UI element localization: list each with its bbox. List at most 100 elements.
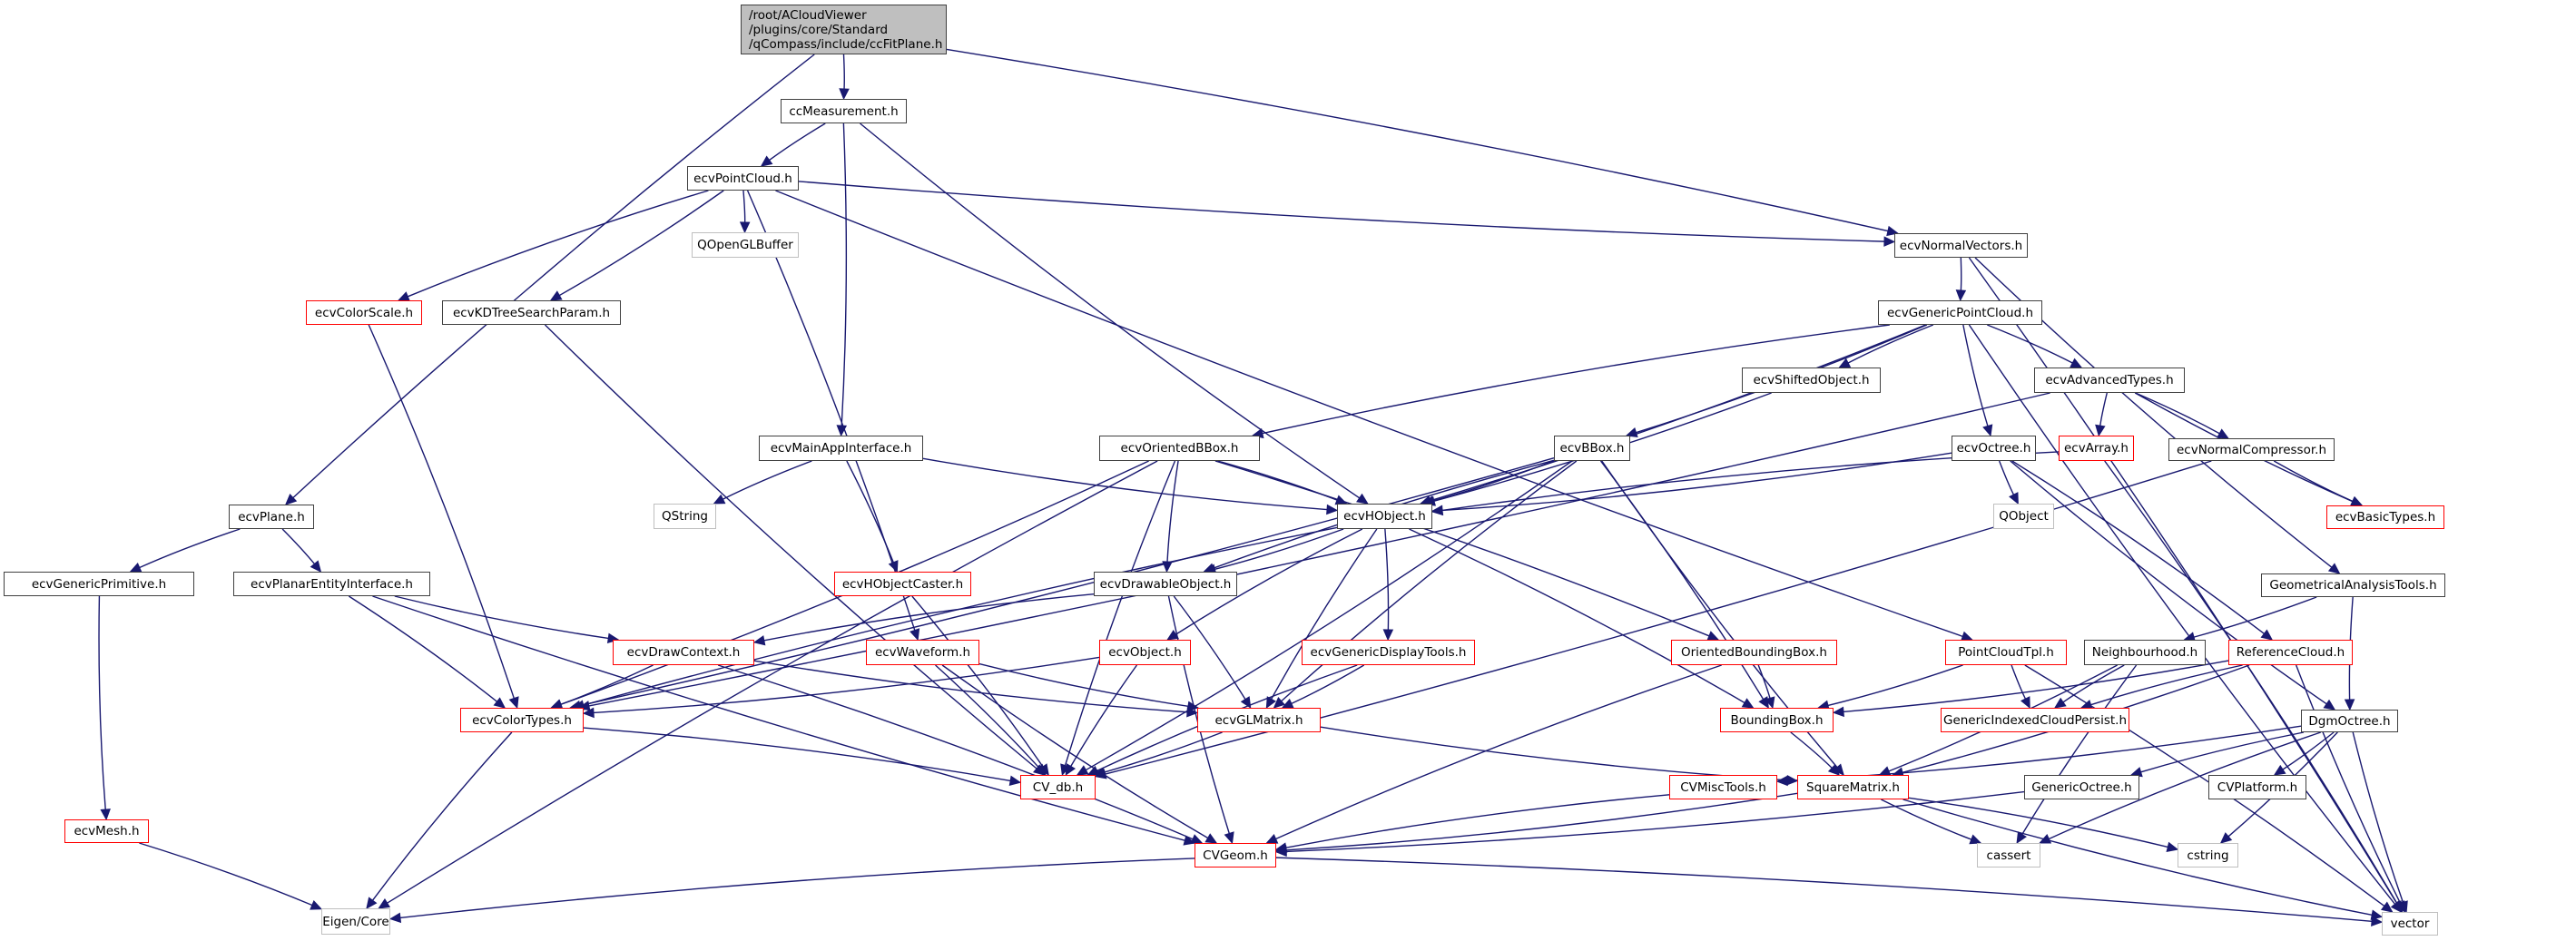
arrowhead-icon	[366, 897, 378, 909]
edge-ecvgenericpointcloud-to-ecvshiftedobject	[1847, 324, 1934, 364]
file-node-eigencore: Eigen/Core	[321, 908, 390, 935]
arrowhead-icon	[1775, 775, 1788, 787]
arrowhead-icon	[582, 707, 595, 719]
edge-ecvgenericpointcloud-to-vector	[1968, 324, 2396, 905]
file-node-ecvwaveform[interactable]: ecvWaveform.h	[866, 640, 979, 665]
file-node-pointcloudtpl[interactable]: PointCloudTpl.h	[1945, 640, 2067, 665]
arrowhead-icon	[493, 697, 506, 709]
edge-dgmoctree-to-cvplatform	[2282, 731, 2335, 770]
arrowhead-icon	[2327, 563, 2341, 574]
file-node-ecvpointcloud[interactable]: ecvPointCloud.h	[687, 166, 799, 191]
file-node-cvgeom[interactable]: CVGeom.h	[1195, 843, 1276, 867]
file-node-squarematrix[interactable]: SquareMatrix.h	[1797, 775, 1909, 799]
arrowhead-icon	[1166, 629, 1179, 641]
arrowhead-icon	[1093, 767, 1106, 778]
arrowhead-icon	[1982, 424, 1993, 437]
arrowhead-icon	[752, 635, 766, 646]
file-node-ecvplanarentityinterface[interactable]: ecvPlanarEntityInterface.h	[233, 572, 430, 596]
file-node-ecvhobject[interactable]: ecvHObject.h	[1337, 504, 1432, 529]
file-node-ecvshiftedobject[interactable]: ecvShiftedObject.h	[1742, 368, 1881, 393]
file-node-genericoctree[interactable]: GenericOctree.h	[2024, 775, 2139, 799]
arrowhead-icon	[2260, 629, 2274, 641]
edge-ecvhobject-to-ecvgenericdisplaytools	[1384, 528, 1390, 631]
file-node-ecvorientedbbox[interactable]: ecvOrientedBBox.h	[1099, 436, 1260, 461]
file-node-cv_db[interactable]: CV_db.h	[1020, 775, 1096, 799]
file-node-ecvmesh[interactable]: ecvMesh.h	[64, 819, 149, 843]
file-node-ecvcolortypes[interactable]: ecvColorTypes.h	[460, 708, 584, 732]
edge-ecvdrawcontext-to-ecvcolortypes	[560, 664, 654, 705]
arrowhead-icon	[1240, 696, 1252, 710]
edge-root-to-ecvnormalvectors	[946, 48, 1889, 232]
edge-ccmeasurement-to-ecvmainappinterface	[841, 123, 848, 426]
file-node-ecvhobjectcaster[interactable]: ecvHObjectCaster.h	[834, 572, 971, 596]
arrowhead-icon	[1281, 698, 1294, 709]
edge-ecvnormalcompressor-to-ecvbasictypes	[2273, 460, 2354, 503]
edge-ecvglmatrix-to-squarematrix	[1320, 726, 1788, 781]
file-node-ecvcolorscale[interactable]: ecvColorScale.h	[306, 300, 422, 325]
edge-ecvoctree-to-qobject	[1999, 460, 2015, 495]
file-node-ecvglmatrix[interactable]: ecvGLMatrix.h	[1197, 708, 1321, 732]
edge-ecvoctree-to-ecvhobject	[1441, 452, 1952, 512]
file-node-boundingbox[interactable]: BoundingBox.h	[1720, 708, 1834, 732]
file-node-ecvmainappinterface[interactable]: ecvMainAppInterface.h	[759, 436, 923, 461]
arrowhead-icon	[2350, 496, 2364, 506]
edge-ecvcolortypes-to-eigencore	[371, 731, 513, 901]
file-node-ecvbbox[interactable]: ecvBBox.h	[1554, 436, 1630, 461]
edge-ecvplane-to-ecvplanarentityinterface	[281, 528, 315, 564]
arrowhead-icon	[2380, 901, 2394, 913]
file-node-ecvgenericprimitive[interactable]: ecvGenericPrimitive.h	[4, 572, 194, 596]
file-node-qopenglbuffer: QOpenGLBuffer	[692, 232, 799, 258]
arrowhead-icon	[2392, 900, 2404, 914]
file-node-ecvoctree[interactable]: ecvOctree.h	[1952, 436, 2036, 461]
edge-ecvorientedbbox-to-eigencore	[387, 460, 1158, 904]
edge-boundingbox-to-squarematrix	[1790, 731, 1833, 769]
arrowhead-icon	[2217, 428, 2229, 439]
edge-ecvwaveform-to-cv_db	[935, 664, 1040, 769]
file-node-ecvdrawcontext[interactable]: ecvDrawContext.h	[613, 640, 754, 665]
file-node-vector: vector	[2382, 912, 2438, 936]
file-node-ecvplane[interactable]: ecvPlane.h	[229, 505, 314, 529]
file-node-ecvarray[interactable]: ecvArray.h	[2059, 436, 2134, 461]
edge-geometricalanalysistools-to-neighbourhood	[2193, 596, 2317, 638]
arrowhead-icon	[100, 809, 111, 821]
file-node-ccmeasurement[interactable]: ccMeasurement.h	[781, 99, 907, 123]
edge-ecvpointcloud-to-ecvnormalvectors	[798, 181, 1885, 242]
arrowhead-icon	[1883, 236, 1896, 247]
file-node-cvplatform[interactable]: CVPlatform.h	[2208, 775, 2306, 799]
file-node-referencecloud[interactable]: ReferenceCloud.h	[2228, 640, 2353, 665]
file-node-ecvadvancedtypes[interactable]: ecvAdvancedTypes.h	[2034, 368, 2185, 393]
file-node-ecvdrawableobject[interactable]: ecvDrawableObject.h	[1094, 572, 1237, 596]
file-node-ecvnormalvectors[interactable]: ecvNormalVectors.h	[1894, 233, 2028, 258]
edge-ecvhobject-to-ecvdrawableobject	[1214, 528, 1344, 570]
edge-ecvhobjectcaster-to-cv_db	[911, 595, 1044, 768]
edge-ecvplane-to-ecvgenericprimitive	[139, 528, 241, 569]
file-node-dgmoctree[interactable]: DgmOctree.h	[2301, 710, 2398, 732]
file-node-ecvkdtreesearchparam[interactable]: ecvKDTreeSearchParam.h	[442, 300, 621, 325]
file-node-neighbourhood[interactable]: Neighbourhood.h	[2084, 640, 2206, 665]
arrowhead-icon	[1833, 763, 1844, 776]
arrowhead-icon	[2397, 900, 2408, 914]
arrowhead-icon	[1838, 358, 1852, 368]
arrowhead-icon	[129, 563, 143, 573]
arrowhead-icon	[2392, 900, 2404, 914]
arrowhead-icon	[1955, 289, 1967, 302]
arrowhead-icon	[1274, 846, 1287, 858]
edge-ecvgenericpointcloud-to-ecvadvancedtypes	[1987, 324, 2073, 364]
file-node-ecvbasictypes[interactable]: ecvBasicTypes.h	[2326, 505, 2444, 529]
arrowhead-icon	[2095, 424, 2106, 437]
file-node-orientedboundingbox[interactable]: OrientedBoundingBox.h	[1671, 640, 1837, 665]
arrowhead-icon	[2394, 900, 2405, 914]
arrowhead-icon	[1162, 561, 1173, 573]
edge-ecvobject-to-cv_db	[1070, 664, 1138, 767]
arrowhead-icon	[2390, 900, 2403, 913]
arrowhead-icon	[1086, 765, 1100, 776]
file-node-cvmisctools[interactable]: CVMiscTools.h	[1669, 775, 1777, 799]
file-node-geometricalanalysistools[interactable]: GeometricalAnalysisTools.h	[2261, 573, 2445, 597]
file-node-ecvnormalcompressor[interactable]: ecvNormalCompressor.h	[2168, 438, 2335, 461]
file-node-ecvgenericpointcloud[interactable]: ecvGenericPointCloud.h	[1878, 300, 2042, 325]
arrowhead-icon	[739, 221, 751, 234]
file-node-ecvobject[interactable]: ecvObject.h	[1099, 640, 1191, 665]
arrowhead-icon	[1356, 493, 1369, 505]
file-node-genericindexedcloudpersist[interactable]: GenericIndexedCloudPersist.h	[1941, 708, 2129, 732]
file-node-ecvgenericdisplaytools[interactable]: ecvGenericDisplayTools.h	[1302, 640, 1475, 665]
